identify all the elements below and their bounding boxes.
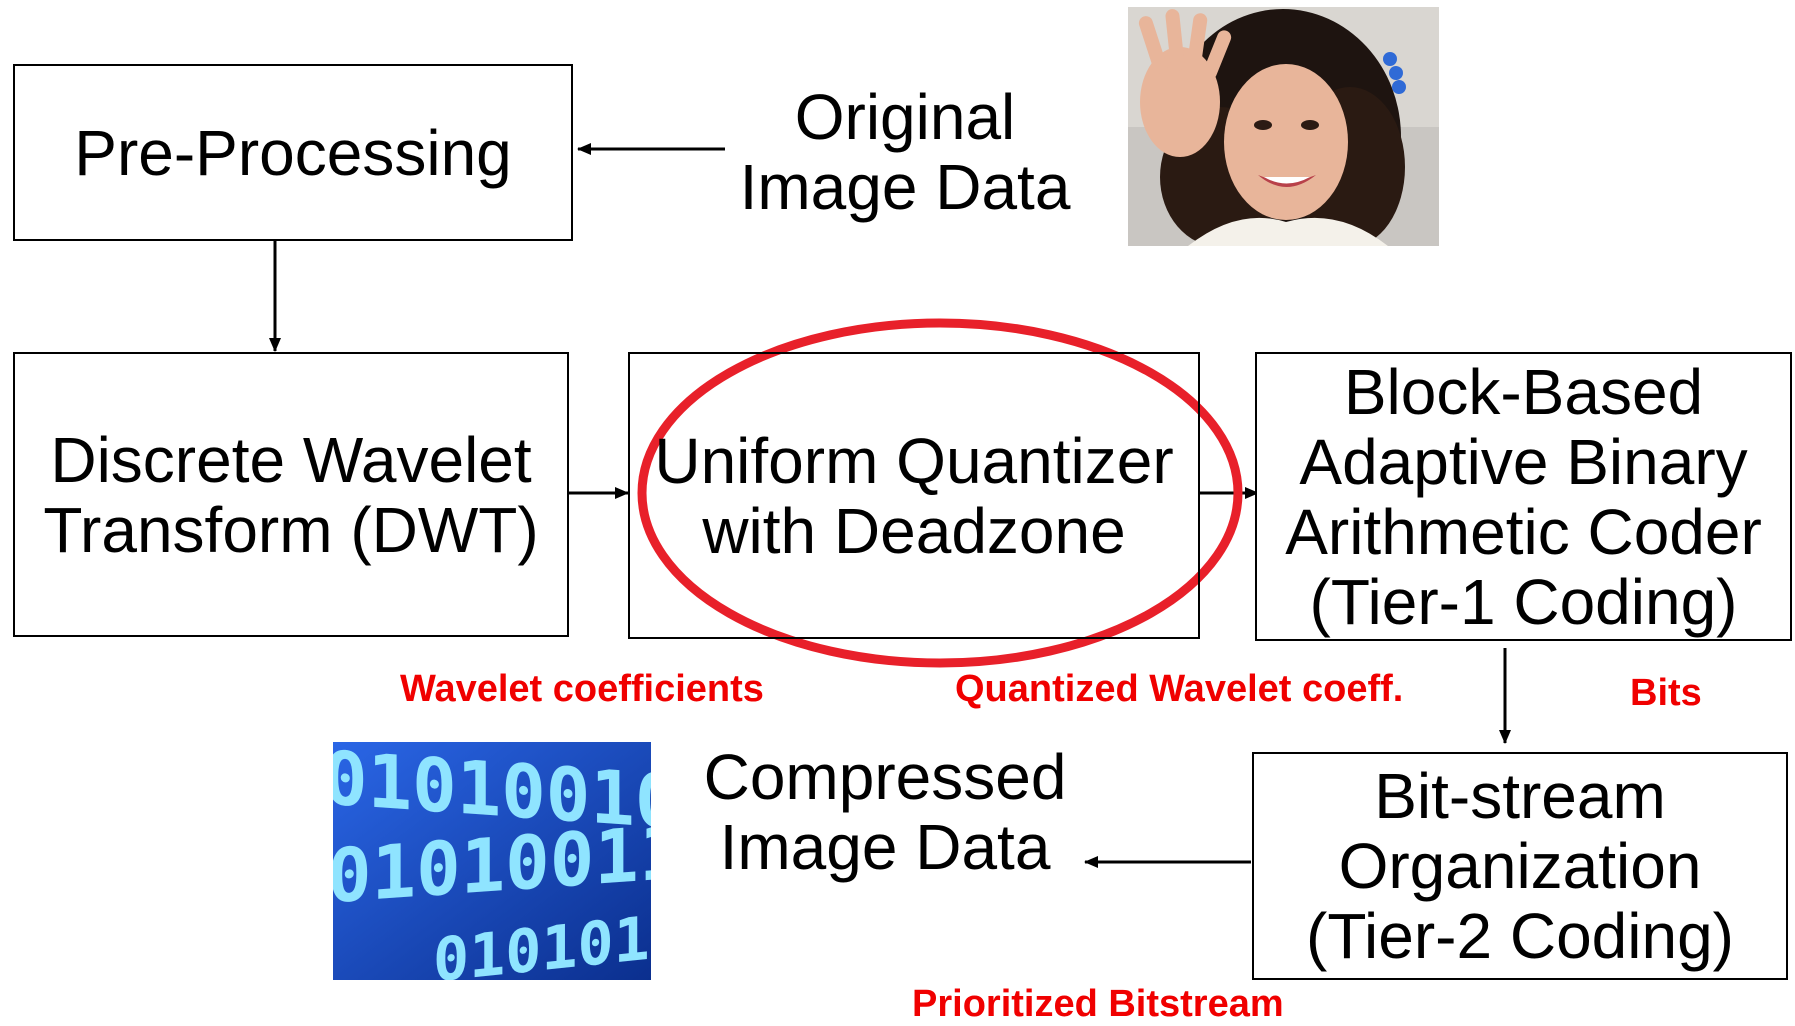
quantizer-label-line-2: with Deadzone [702,494,1126,567]
dwt-box: Discrete Wavelet Transform (DWT) [13,352,569,637]
dwt-label-line-1: Discrete Wavelet [50,423,532,496]
quantizer-box: Uniform Quantizer with Deadzone [628,352,1200,639]
tier2-label-line-2: Organization [1338,830,1702,902]
tier2-label-line-1: Bit-stream [1374,760,1666,832]
tier1-label-line-3: Arithmetic Coder [1285,495,1762,568]
output-label-line-2: Image Data [719,811,1051,883]
output-label-line-1: Compressed [703,741,1067,813]
source-label-line-1: Original [794,81,1016,153]
tier1-box: Block-Based Adaptive Binary Arithmetic C… [1255,352,1792,641]
preprocessing-label: Pre-Processing [74,116,512,189]
quantizer-label-line-1: Uniform Quantizer [654,424,1174,497]
binary-data-icon: 0101001010101 0101001100101 0101011001 [333,742,651,980]
source-label-line-2: Image Data [739,151,1071,223]
tier1-label-line-1: Block-Based [1343,355,1704,428]
dwt-label-line-2: Transform (DWT) [43,493,539,566]
source-label: Original Image Data [725,82,1085,222]
annotation-bits: Bits [1630,672,1702,714]
annotation-wavelet-coefficients: Wavelet coefficients [400,668,764,710]
binary-data-graphic: 0101001010101 0101001100101 0101011001 [333,742,651,980]
tier2-label-line-3: (Tier-2 Coding) [1306,900,1734,972]
tier2-box: Bit-stream Organization (Tier-2 Coding) [1252,752,1788,980]
highlight-ellipse [637,318,1243,668]
output-label: Compressed Image Data [690,742,1080,882]
preprocessing-box: Pre-Processing [13,64,573,241]
tier1-label-line-4: (Tier-1 Coding) [1309,565,1738,638]
annotation-quantized-coeff: Quantized Wavelet coeff. [955,668,1404,710]
tier1-label-line-2: Adaptive Binary [1299,425,1748,498]
annotation-prioritized-bitstream: Prioritized Bitstream [912,983,1284,1025]
portrait-photo-graphic [1128,7,1439,246]
portrait-photo-icon [1128,7,1439,246]
